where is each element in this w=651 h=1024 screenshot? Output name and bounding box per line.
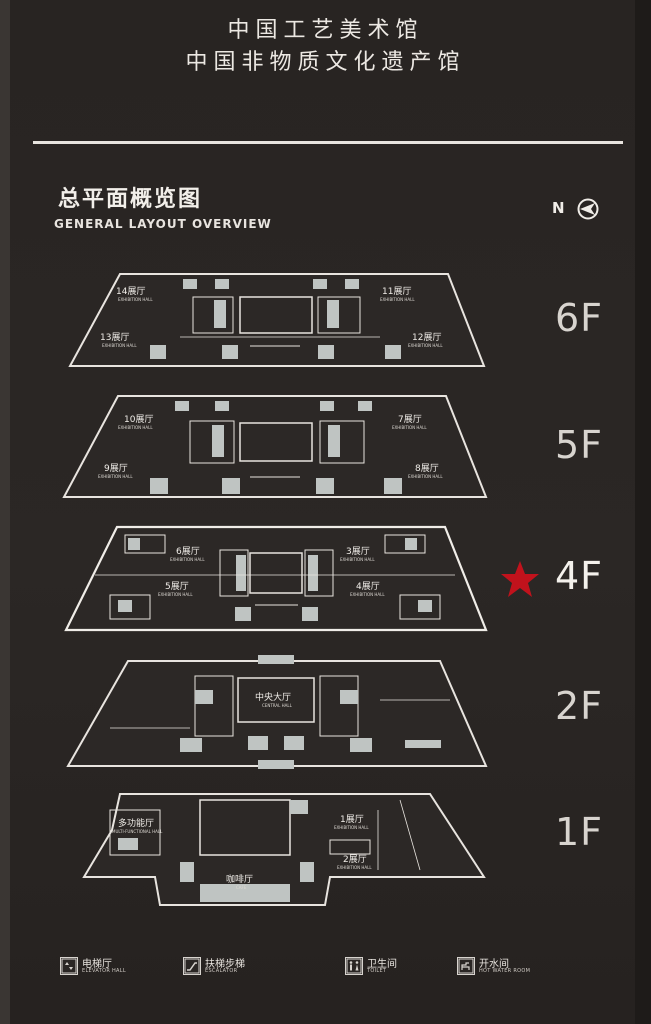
- hall-7-en: EXHIBITION HALL: [392, 425, 427, 430]
- legend-toilet-cn: 卫生间: [367, 959, 397, 970]
- floor-5f-plan: 10展厅 EXHIBITION HALL 7展厅 EXHIBITION HALL…: [62, 395, 488, 498]
- hall-1-label: 1展厅: [340, 814, 364, 825]
- cafe-en: CAFE: [236, 885, 247, 890]
- hall-5-en: EXHIBITION HALL: [158, 592, 193, 597]
- hall-11-en: EXHIBITION HALL: [380, 297, 415, 302]
- floor-6f-plan: 14展厅 EXHIBITION HALL 11展厅 EXHIBITION HAL…: [68, 273, 486, 367]
- floor-label-1f: 1F: [555, 810, 604, 854]
- hall-4-label: 4展厅: [356, 581, 380, 592]
- hall-7-label: 7展厅: [398, 414, 422, 425]
- legend-escalator-en: ESCALATOR: [205, 968, 238, 974]
- north-letter: N: [552, 199, 565, 217]
- elevator-icon: [60, 957, 78, 975]
- museum-title: 中国工艺美术馆: [227, 18, 424, 43]
- legend-hot-water-cn: 开水间: [479, 959, 509, 970]
- hall-1-en: EXHIBITION HALL: [334, 825, 369, 830]
- overview-title-cn: 总平面概览图: [58, 187, 203, 212]
- compass-icon: [577, 198, 599, 220]
- hall-14-label: 14展厅: [116, 286, 145, 297]
- floor-2f-plan: 中央大厅 CENTRAL HALL: [66, 655, 488, 769]
- hall-5-label: 5展厅: [165, 581, 189, 592]
- hall-12-label: 12展厅: [412, 332, 441, 343]
- hall-10-label: 10展厅: [124, 414, 153, 425]
- hot-water-icon: [457, 957, 475, 975]
- legend-hot-water-en: HOT WATER ROOM: [479, 968, 531, 974]
- legend-elevator-en: ELEVATOR HALL: [82, 968, 126, 974]
- board-left-edge: [0, 0, 10, 1024]
- hall-11-label: 11展厅: [382, 286, 411, 297]
- hall-6-label: 6展厅: [176, 546, 200, 557]
- multi-hall-en: MULTI-FUNCTIONAL HALL: [112, 829, 163, 834]
- hall-13-label: 13展厅: [100, 332, 129, 343]
- hall-9-label: 9展厅: [104, 463, 128, 474]
- floor-1f-plan: 多功能厅 MULTI-FUNCTIONAL HALL 1展厅 EXHIBITIO…: [82, 793, 486, 906]
- hall-8-label: 8展厅: [415, 463, 439, 474]
- floor-4f-plan: 6展厅 EXHIBITION HALL 3展厅 EXHIBITION HALL …: [64, 525, 488, 632]
- floor-label-5f: 5F: [555, 423, 604, 467]
- multi-hall-label: 多功能厅: [118, 817, 154, 829]
- current-floor-star-icon: [501, 561, 539, 597]
- hall-3-label: 3展厅: [346, 546, 370, 557]
- floor-label-6f: 6F: [555, 296, 604, 340]
- hall-13-en: EXHIBITION HALL: [102, 343, 137, 348]
- hall-6-en: EXHIBITION HALL: [170, 557, 205, 562]
- floor-label-4f: 4F: [555, 554, 604, 598]
- board-right-edge: [635, 0, 651, 1024]
- hall-4-en: EXHIBITION HALL: [350, 592, 385, 597]
- hall-10-en: EXHIBITION HALL: [118, 425, 153, 430]
- escalator-icon: [183, 957, 201, 975]
- hall-8-en: EXHIBITION HALL: [408, 474, 443, 479]
- central-hall-en: CENTRAL HALL: [262, 703, 293, 708]
- legend-escalator-cn: 扶梯步梯: [205, 959, 245, 970]
- overview-title-en: GENERAL LAYOUT OVERVIEW: [54, 217, 272, 231]
- hall-12-en: EXHIBITION HALL: [408, 343, 443, 348]
- cafe-label: 咖啡厅: [226, 873, 253, 885]
- hall-9-en: EXHIBITION HALL: [98, 474, 133, 479]
- floor-label-2f: 2F: [555, 684, 604, 728]
- hall-2-label: 2展厅: [343, 854, 367, 865]
- central-hall-label: 中央大厅: [255, 691, 291, 703]
- hall-14-en: EXHIBITION HALL: [118, 297, 153, 302]
- toilet-icon: [345, 957, 363, 975]
- legend-elevator-cn: 电梯厅: [82, 959, 112, 970]
- museum-subtitle: 中国非物质文化遗产馆: [185, 50, 466, 75]
- north-indicator: N: [552, 198, 612, 220]
- hall-3-en: EXHIBITION HALL: [340, 557, 375, 562]
- legend-toilet-en: TOILET: [367, 968, 387, 974]
- hall-2-en: EXHIBITION HALL: [337, 865, 372, 870]
- header-divider: [33, 141, 623, 144]
